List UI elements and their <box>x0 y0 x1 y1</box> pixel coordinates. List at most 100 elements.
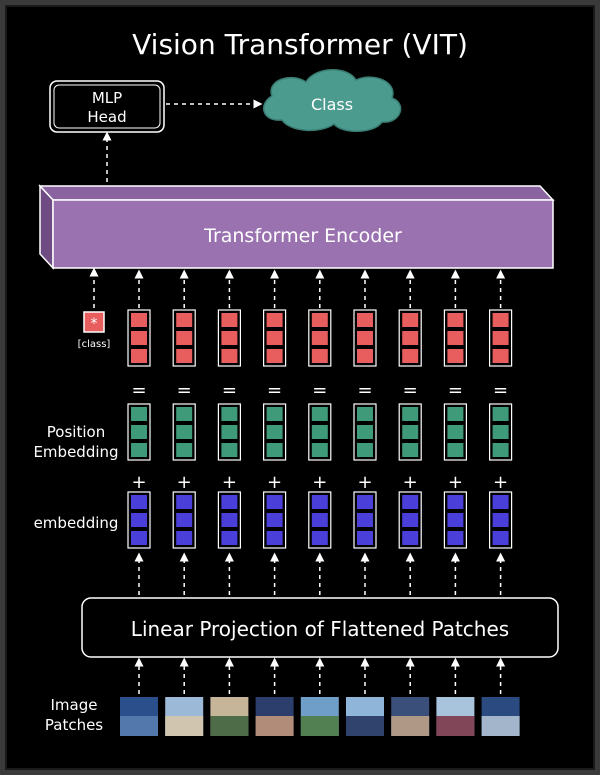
embedding-token-stack-cell <box>176 531 193 545</box>
embedding-token-stack-cell <box>357 531 373 545</box>
equals-sign: = <box>267 380 282 401</box>
embedding-token-stack-cell <box>266 513 283 527</box>
embedding-token-stack-cell <box>492 531 509 545</box>
position-token-stack-cell <box>492 407 509 421</box>
equals-sign: = <box>312 380 327 401</box>
output-token-stack-frame <box>353 309 377 367</box>
output-token-stack-cell <box>311 313 328 327</box>
output-token-stack-cell <box>176 313 193 327</box>
output-token-stack-cell <box>221 331 238 345</box>
transformer-encoder-label: Transformer Encoder <box>203 225 402 247</box>
position-token-stack-cell <box>131 425 147 439</box>
position-token-stack-cell <box>266 443 283 457</box>
image-patch-detail <box>210 716 249 736</box>
position-token-stack-frame <box>263 403 287 461</box>
position-token-stack-cell <box>357 443 373 457</box>
image-patch-detail <box>391 716 430 736</box>
plus-sign: + <box>131 472 146 493</box>
embedding-token-stack-frame <box>398 491 422 549</box>
position-token-stack-cell <box>221 443 238 457</box>
embedding-token-stack-frame <box>263 491 287 549</box>
image-patch-detail <box>165 716 204 736</box>
position-token-stack-cell <box>357 425 373 439</box>
patch-columns: =+=+=+=+=+=+=+=+=+ <box>120 269 520 736</box>
output-token-stack-frame <box>263 309 287 367</box>
position-token-stack-cell <box>402 443 419 457</box>
position-token-stack-frame <box>308 403 332 461</box>
output-token-stack-frame <box>172 309 196 367</box>
embedding-token-stack-frame <box>127 491 151 549</box>
position-token-stack-frame <box>443 403 467 461</box>
position-token-stack-frame <box>353 403 377 461</box>
output-token-stack-cell <box>402 313 419 327</box>
mlp-head-label-2: Head <box>87 108 126 126</box>
class-cloud: Class <box>262 69 402 132</box>
embedding-token-stack-frame <box>308 491 332 549</box>
equals-sign: = <box>131 380 146 401</box>
output-token-stack-cell <box>266 313 283 327</box>
output-token-stack-cell <box>131 349 147 363</box>
output-token-stack-cell <box>221 349 238 363</box>
embedding-token-stack-cell <box>311 513 328 527</box>
equals-sign: = <box>448 380 463 401</box>
embedding-label: embedding <box>34 514 119 532</box>
embedding-token-stack-cell <box>357 495 373 509</box>
linear-projection-box: Linear Projection of Flattened Patches <box>81 597 559 658</box>
embedding-token-stack-cell <box>492 513 509 527</box>
position-token-stack-cell <box>131 443 147 457</box>
position-token-stack-cell <box>447 443 464 457</box>
output-token-stack-cell <box>492 313 509 327</box>
embedding-token-stack-cell <box>402 495 419 509</box>
linear-projection-label: Linear Projection of Flattened Patches <box>131 617 509 641</box>
image-patch-detail <box>120 716 158 736</box>
plus-sign: + <box>493 472 508 493</box>
position-token-stack-frame <box>217 403 241 461</box>
class-token-label: [class] <box>78 339 111 350</box>
embedding-token-stack-cell <box>131 513 147 527</box>
output-token-stack-cell <box>131 331 147 345</box>
position-token-stack-cell <box>492 425 509 439</box>
position-token-stack-cell <box>266 425 283 439</box>
output-token-stack-cell <box>447 331 464 345</box>
output-token-stack-cell <box>176 331 193 345</box>
embedding-token-stack-cell <box>357 513 373 527</box>
embedding-token-stack-cell <box>402 531 419 545</box>
embedding-token-stack-frame <box>353 491 377 549</box>
output-token-stack-cell <box>447 349 464 363</box>
output-token-stack-cell <box>311 349 328 363</box>
position-token-stack-cell <box>357 407 373 421</box>
embedding-token-stack-cell <box>492 495 509 509</box>
image-patch-detail <box>255 716 294 736</box>
embedding-token-stack-frame <box>489 491 513 549</box>
output-token-stack-frame <box>217 309 241 367</box>
position-token-stack-cell <box>221 425 238 439</box>
position-token-stack-cell <box>176 425 193 439</box>
output-token-stack-frame <box>443 309 467 367</box>
position-token-stack-cell <box>311 425 328 439</box>
embedding-token-stack-cell <box>131 495 147 509</box>
class-token: * [class] <box>78 267 111 350</box>
mlp-head-label-1: MLP <box>92 89 122 107</box>
position-token-stack-cell <box>447 407 464 421</box>
position-token-stack-cell <box>402 407 419 421</box>
output-token-stack-cell <box>357 349 373 363</box>
position-token-stack-cell <box>176 407 193 421</box>
plus-sign: + <box>312 472 327 493</box>
output-token-stack-frame <box>398 309 422 367</box>
embedding-token-stack-cell <box>266 531 283 545</box>
image-patch-detail <box>346 716 384 736</box>
output-token-stack-cell <box>492 349 509 363</box>
image-patch-detail <box>481 716 520 736</box>
transformer-encoder-block: Transformer Encoder <box>38 184 555 270</box>
plus-sign: + <box>403 472 418 493</box>
output-token-stack-cell <box>357 331 373 345</box>
output-token-stack-cell <box>492 331 509 345</box>
output-token-stack-cell <box>176 349 193 363</box>
position-token-stack-cell <box>221 407 238 421</box>
position-token-stack-frame <box>489 403 513 461</box>
embedding-token-stack-cell <box>221 495 238 509</box>
equals-sign: = <box>357 380 372 401</box>
position-token-stack-frame <box>127 403 151 461</box>
position-token-stack-cell <box>492 443 509 457</box>
output-token-stack-cell <box>447 313 464 327</box>
